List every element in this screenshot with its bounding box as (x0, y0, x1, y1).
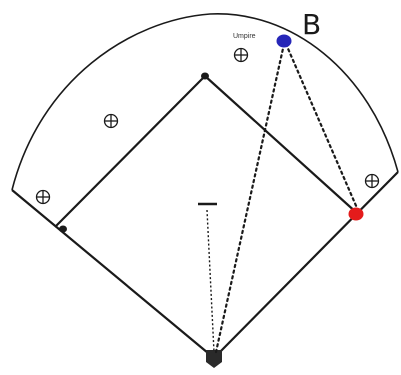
runner-dot (348, 207, 364, 221)
base-dot-icon (201, 72, 209, 80)
home-plate-icon (206, 350, 222, 368)
base-dot-icon (59, 225, 67, 233)
outfield-arc (11, 13, 399, 191)
circle-plus-icon (233, 47, 249, 63)
third-base-line-to-second (54, 75, 206, 228)
first-base-line-to-second (204, 75, 359, 215)
dotted-line-home-to-umpire (214, 42, 286, 354)
umpire-label: Umpire (233, 33, 256, 40)
circle-plus-icon (103, 113, 119, 129)
umpire-dot (276, 34, 292, 48)
left-foul-line (11, 189, 215, 359)
dotted-line-umpire-to-runner (284, 42, 359, 210)
right-foul-line (213, 171, 399, 359)
circle-plus-icon (35, 189, 51, 205)
dotted-line-home-to-rubber (206, 209, 215, 353)
diagram-letter: B (302, 8, 321, 41)
circle-plus-icon (364, 173, 380, 189)
